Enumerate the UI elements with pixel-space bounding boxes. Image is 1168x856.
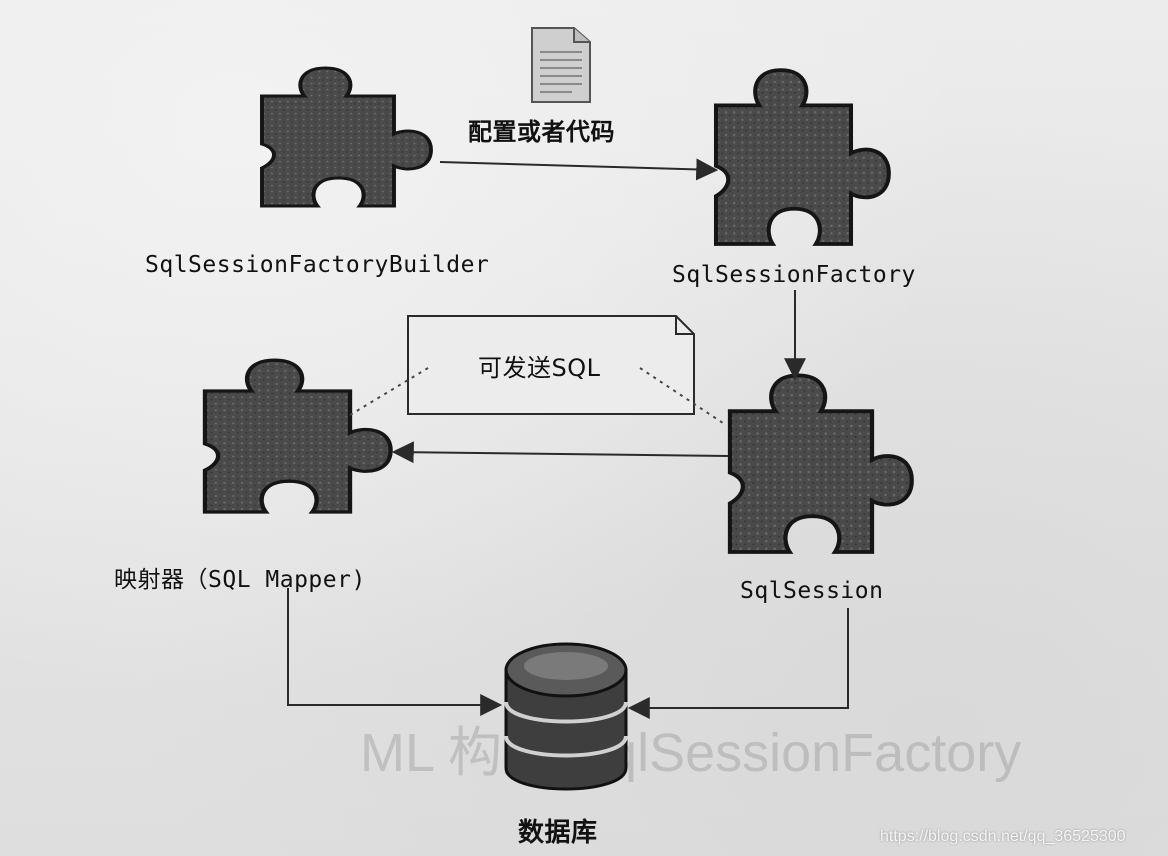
puzzle-piece-icon (260, 66, 433, 208)
arrow-session-to-database (627, 608, 849, 719)
arrow-builder-to-factory (439, 158, 719, 181)
config-label: 配置或者代码 (468, 118, 615, 146)
builder-label: SqlSessionFactoryBuilder (145, 252, 490, 278)
puzzle-piece-icon (205, 360, 391, 512)
note-box (407, 315, 695, 415)
puzzle-piece-icon (730, 375, 912, 552)
puzzle-piece-icon (716, 70, 889, 244)
arrow-session-to-mapper (391, 441, 729, 464)
background-bleed-text: ML 构建 SqlSessionFactory (360, 723, 1022, 783)
document-icon (531, 27, 591, 103)
arrow-mapper-to-database (287, 588, 503, 716)
factory-label: SqlSessionFactory (672, 262, 916, 288)
database-label: 数据库 (518, 818, 598, 848)
watermark: https://blog.csdn.net/qq_36525300 (880, 828, 1126, 845)
mapper-label: 映射器（SQL Mapper) (114, 567, 366, 593)
session-label: SqlSession (740, 578, 884, 604)
note-connector (349, 367, 727, 426)
database-icon (504, 642, 628, 791)
flow-arrows (287, 158, 849, 719)
note-label: 可发送SQL (478, 354, 601, 382)
